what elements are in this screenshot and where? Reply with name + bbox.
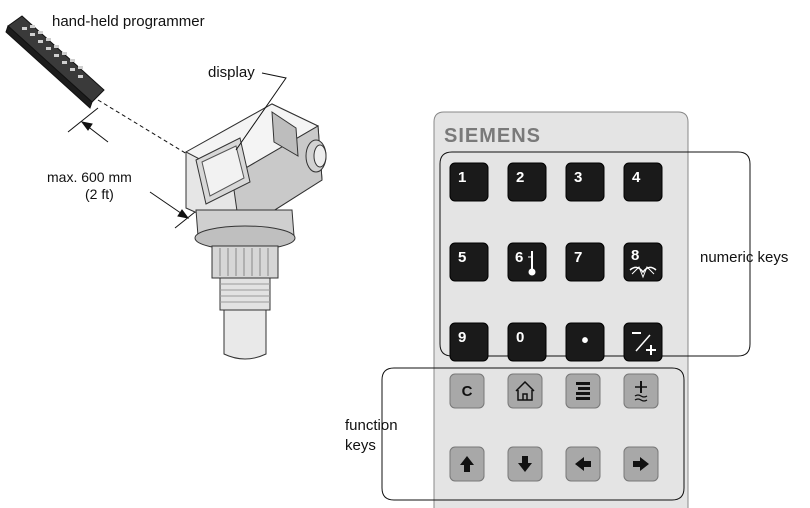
key-label: 8: [631, 247, 639, 264]
arrow-down-icon: [518, 456, 532, 472]
key-label: 5: [458, 249, 466, 266]
hand-held-programmer: [5, 15, 105, 109]
key-label: 0: [516, 329, 524, 346]
key-label: 4: [632, 169, 641, 186]
key-label: 3: [574, 169, 582, 186]
key-label: 7: [574, 249, 582, 266]
key-face: [449, 322, 489, 362]
function-keypad: C: [449, 373, 659, 482]
key-face: [449, 242, 489, 282]
key-label: 6: [515, 249, 523, 266]
key-face: [507, 322, 547, 362]
key-decimal[interactable]: •: [565, 322, 605, 362]
key-arrow-up[interactable]: [449, 446, 485, 482]
key-face: [565, 322, 605, 362]
key-arrow-right[interactable]: [623, 446, 659, 482]
numeric-keys-label: numeric keys: [700, 249, 788, 266]
key-face: [449, 162, 489, 202]
arrow-left-icon: [575, 457, 591, 471]
key-5[interactable]: 5: [449, 242, 489, 282]
arrow-up-icon: [460, 456, 474, 472]
key-label: 9: [458, 329, 466, 346]
function-keys-label-line2: keys: [345, 437, 376, 454]
display-pointer: [235, 72, 287, 151]
echo-profile-icon: [629, 266, 657, 279]
key-6[interactable]: 6: [507, 242, 547, 282]
keypad-panel: [433, 111, 689, 508]
distance-dimension: [67, 107, 206, 229]
programmer-label: hand-held programmer: [52, 13, 205, 30]
distance-label-line2: (2 ft): [85, 186, 114, 202]
transmitter-device: [184, 103, 327, 360]
key-mode[interactable]: [565, 373, 601, 409]
function-keys-label-line1: function: [345, 417, 398, 434]
key-face: [623, 162, 663, 202]
key-2[interactable]: 2: [507, 162, 547, 202]
key-7[interactable]: 7: [565, 242, 605, 282]
key-label: 1: [458, 169, 466, 186]
key-face: [565, 242, 605, 282]
key-label: •: [581, 330, 588, 352]
key-label: C: [462, 383, 473, 400]
minus-plus-icon: [632, 332, 656, 355]
thermometer-icon: [528, 251, 536, 276]
key-arrow-left[interactable]: [565, 446, 601, 482]
key-4[interactable]: 4: [623, 162, 663, 202]
display-label: display: [208, 64, 255, 81]
key-0[interactable]: 0: [507, 322, 547, 362]
key-face: [507, 373, 543, 409]
arrow-right-icon: [633, 457, 649, 471]
numeric-keys-bracket: [439, 151, 751, 357]
home-icon: [515, 380, 535, 401]
numeric-keypad: 1 2 3 4 5 6 7 8 9 0 •: [449, 162, 663, 362]
key-9[interactable]: 9: [449, 322, 489, 362]
key-face: [565, 373, 601, 409]
mode-icon: [576, 382, 590, 400]
line-of-sight: [97, 99, 211, 169]
key-8[interactable]: 8: [623, 242, 663, 282]
key-1[interactable]: 1: [449, 162, 489, 202]
key-face: [565, 162, 605, 202]
key-arrow-down[interactable]: [507, 446, 543, 482]
key-c[interactable]: C: [449, 373, 485, 409]
key-home[interactable]: [507, 373, 543, 409]
key-face: [449, 373, 485, 409]
key-face: [507, 242, 547, 282]
key-label: 2: [516, 169, 524, 186]
distance-label-line1: max. 600 mm: [47, 169, 132, 185]
key-minus-plus[interactable]: [623, 322, 663, 362]
key-face: [623, 242, 663, 282]
key-level[interactable]: [623, 373, 659, 409]
key-3[interactable]: 3: [565, 162, 605, 202]
level-icon: [634, 381, 648, 402]
key-face: [507, 162, 547, 202]
brand-logo: SIEMENS: [444, 125, 541, 147]
function-keys-bracket: [381, 367, 685, 501]
